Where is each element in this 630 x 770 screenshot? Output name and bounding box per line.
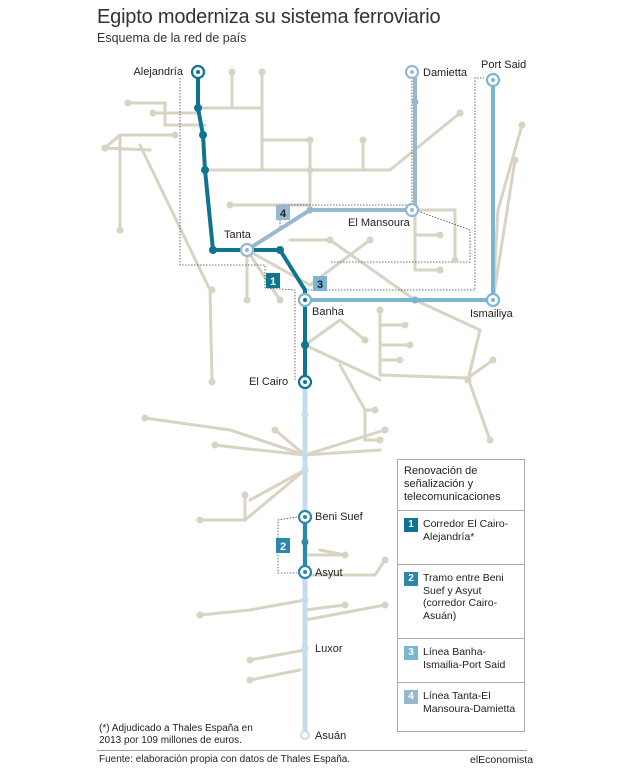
svg-text:2: 2: [280, 541, 286, 553]
label-tanta: Tanta: [224, 229, 252, 241]
legend-item-3: 3 Línea Banha-Ismailia-Port Said: [398, 639, 524, 683]
legend-label-4: Línea Tanta-El Mansoura-Damietta: [423, 690, 516, 715]
line-4: [245, 72, 417, 252]
legend-item-2: 2 Tramo entre Beni Suef y Asyut (corredo…: [398, 565, 524, 639]
label-ismailiya: Ismailiya: [470, 308, 514, 320]
label-damietta: Damietta: [423, 67, 468, 79]
label-alejandria: Alejandría: [133, 66, 183, 78]
label-el-cairo: El Cairo: [249, 376, 288, 388]
legend-badge-4: 4: [404, 690, 418, 704]
label-el-mansoura: El Mansoura: [348, 217, 411, 229]
svg-text:4: 4: [280, 208, 287, 220]
station-alejandria-marker: [190, 64, 206, 80]
legend-badge-1: 1: [404, 518, 418, 532]
badge-4: 4: [276, 205, 290, 220]
legend-item-4: 4 Línea Tanta-El Mansoura-Damietta: [398, 683, 524, 742]
footnote: (*) Adjudicado a Thales España en 2013 p…: [99, 723, 253, 746]
source-note: Fuente: elaboración propia con datos de …: [99, 754, 351, 765]
station-asuan-marker: [300, 730, 310, 740]
legend-badge-3: 3: [404, 646, 418, 660]
legend-box: Renovación de señalización y telecomunic…: [397, 459, 525, 732]
station-damietta-marker: [404, 64, 420, 80]
legend-label-2: Tramo entre Beni Suef y Asyut (corredor …: [423, 572, 504, 622]
station-ismailiya-marker: [485, 292, 501, 308]
page-subtitle: Esquema de la red de país: [97, 31, 247, 45]
station-beni-suef-marker: [297, 509, 313, 525]
page-title: Egipto moderniza su sistema ferroviario: [97, 6, 441, 28]
line-node-dots: [194, 98, 419, 604]
label-banha: Banha: [312, 306, 345, 318]
station-port-said-marker: [485, 72, 501, 88]
badge-2: 2: [276, 538, 290, 553]
badge-3: 3: [313, 276, 327, 291]
station-luxor-marker: [301, 644, 309, 652]
label-luxor: Luxor: [315, 643, 343, 655]
svg-text:3: 3: [317, 279, 323, 291]
svg-text:1: 1: [270, 276, 276, 288]
badge-1: 1: [266, 273, 280, 288]
label-asyut: Asyut: [315, 567, 343, 579]
footer-divider: [97, 750, 527, 751]
legend-title: Renovación de señalización y telecomunic…: [398, 460, 524, 511]
legend-badge-2: 2: [404, 572, 418, 586]
line-1: [196, 72, 307, 382]
brand-logo: elEconomista: [470, 754, 534, 766]
station-banha-marker: [297, 292, 313, 308]
major-stations: [190, 64, 501, 740]
station-el-cairo-marker: [297, 374, 313, 390]
legend-label-1: Corredor El Cairo-Alejandría*: [423, 518, 509, 543]
label-beni-suef: Beni Suef: [315, 511, 364, 523]
station-asyut-marker: [297, 564, 313, 580]
legend-item-1: 1 Corredor El Cairo-Alejandría*: [398, 511, 524, 565]
station-tanta-marker: [239, 242, 255, 258]
label-asuan: Asuán: [315, 730, 346, 742]
label-port-said: Port Said: [481, 59, 526, 71]
station-el-mansoura-marker: [404, 202, 420, 218]
legend-label-3: Línea Banha-Ismailia-Port Said: [423, 646, 506, 671]
